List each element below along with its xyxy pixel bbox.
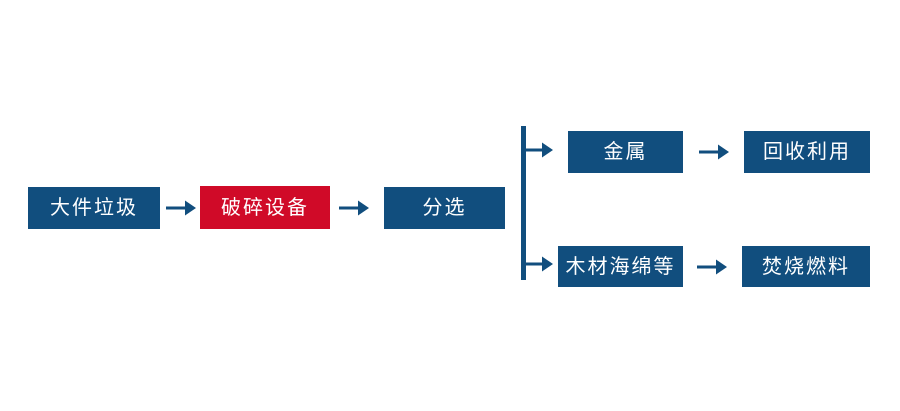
arrow-right-icon-metal-to-recycle bbox=[697, 137, 731, 167]
arrow-right-icon-wood-to-fuel bbox=[695, 252, 729, 282]
node-incineration-fuel[interactable]: 焚烧燃料 bbox=[742, 246, 870, 287]
node-sorting[interactable]: 分选 bbox=[384, 187, 505, 229]
arrow-right-icon-crusher-to-sorting bbox=[337, 193, 371, 223]
node-wood-sponge-etc[interactable]: 木材海绵等 bbox=[558, 246, 683, 287]
node-crushing-equipment[interactable]: 破碎设备 bbox=[200, 186, 330, 229]
node-recycling-reuse[interactable]: 回收利用 bbox=[744, 131, 870, 173]
arrow-right-icon-bulky-to-crusher bbox=[164, 193, 198, 223]
node-metal[interactable]: 金属 bbox=[568, 131, 683, 173]
branch-split-connector-icon bbox=[518, 122, 574, 284]
node-bulky-waste[interactable]: 大件垃圾 bbox=[28, 187, 160, 229]
